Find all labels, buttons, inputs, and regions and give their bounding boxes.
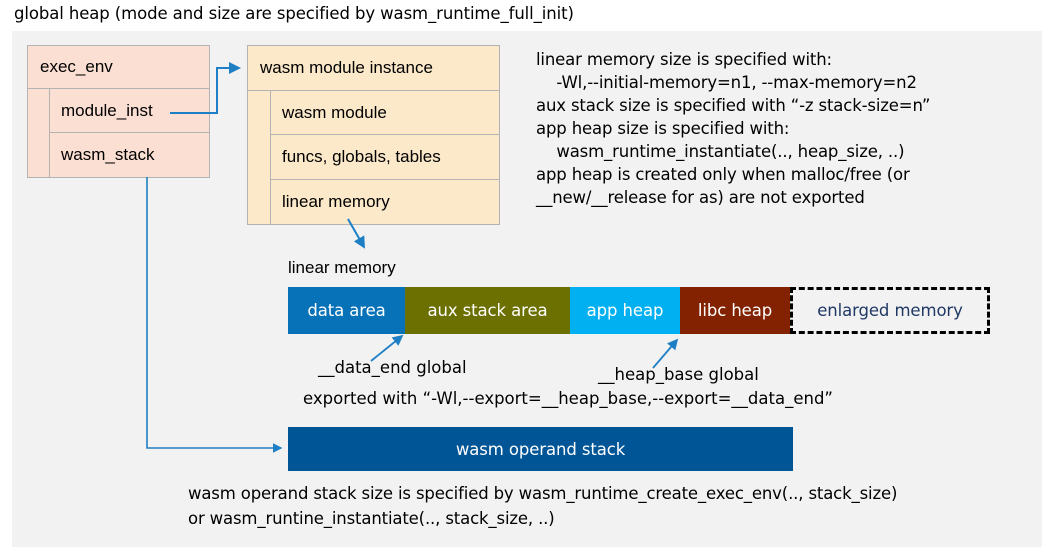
exec-env-header: exec_env — [28, 46, 209, 89]
exec-env-box: exec_env module_inst wasm_stack — [27, 45, 210, 178]
exec-env-row-wasm-stack: wasm_stack — [61, 145, 155, 164]
data-end-global-label: __data_end global — [318, 358, 467, 377]
exec-env-row-module-inst: module_inst — [50, 89, 209, 133]
page-title: global heap (mode and size are specified… — [14, 4, 574, 23]
exec-env-rows: module_inst wasm_stack — [50, 89, 209, 177]
linear-memory-note: linear memory size is specified with: -W… — [536, 50, 931, 207]
memory-segment-libc-heap: libc heap — [680, 287, 790, 334]
module-instance-body: wasm module funcs, globals, tables linea… — [248, 91, 499, 224]
operand-stack-note: wasm operand stack size is specified by … — [188, 484, 898, 528]
export-flags-note: exported with “-Wl,--export=__heap_base,… — [303, 389, 833, 408]
memory-segment-enlarged-memory: enlarged memory — [790, 287, 990, 334]
module-instance-row-funcs-globals-tables: funcs, globals, tables — [271, 135, 499, 180]
memory-segment-app-heap: app heap — [570, 287, 680, 334]
module-instance-row-wasm-module: wasm module — [271, 91, 499, 136]
memory-segment-aux-stack-area: aux stack area — [405, 287, 570, 334]
module-instance-row-linear-memory: linear memory — [282, 191, 390, 211]
exec-env-body: module_inst wasm_stack — [28, 89, 209, 177]
linear-memory-bar: data area aux stack area app heap libc h… — [288, 287, 990, 334]
module-instance-header: wasm module instance — [248, 46, 499, 91]
wasm-operand-stack-box: wasm operand stack — [288, 427, 793, 471]
memory-segment-data-area: data area — [288, 287, 405, 334]
wasm-module-instance-box: wasm module instance wasm module funcs, … — [247, 45, 500, 225]
module-instance-rows: wasm module funcs, globals, tables linea… — [271, 91, 499, 224]
heap-base-global-label: __heap_base global — [598, 365, 759, 384]
linear-memory-bar-label: linear memory — [288, 258, 396, 277]
exec-env-gutter — [28, 89, 50, 177]
module-instance-gutter — [248, 91, 271, 224]
